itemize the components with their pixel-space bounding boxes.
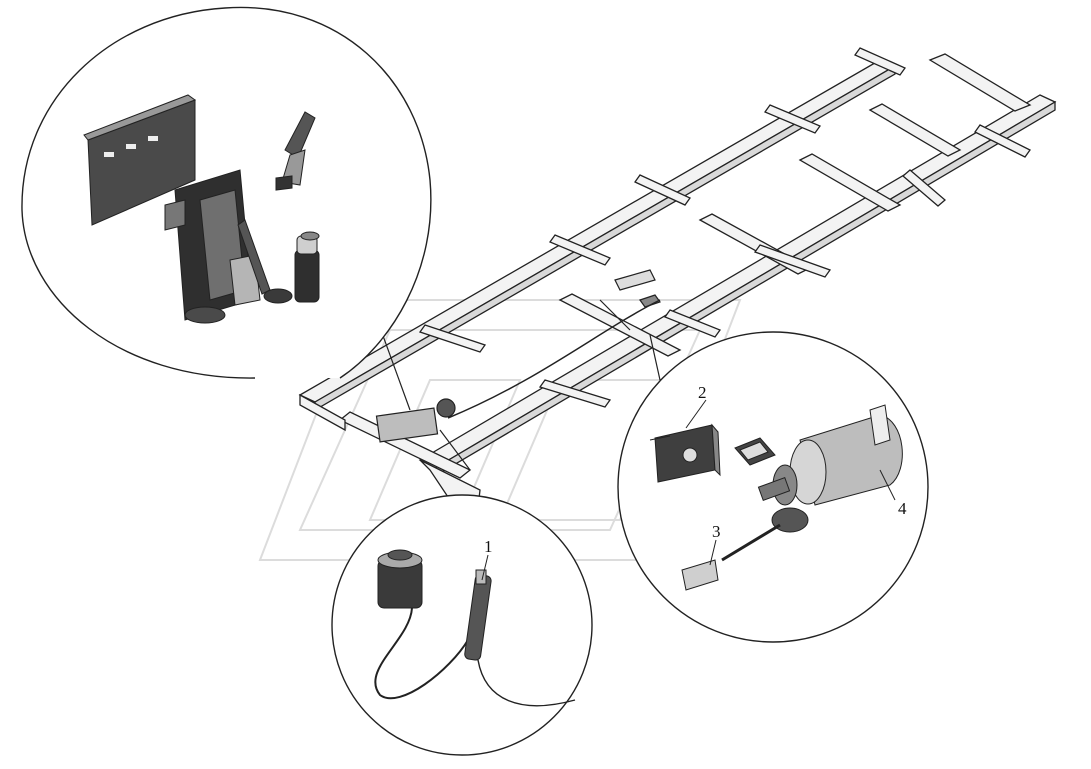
outlet-line: [477, 659, 576, 707]
firewall-plate: [83, 94, 197, 226]
pedal-assembly-detail: [21, 6, 432, 379]
hydraulic-line: [447, 299, 661, 419]
frame-mounted-parts: [375, 269, 661, 443]
pedal-box: [164, 169, 293, 324]
master-cylinder-detail: 1: [331, 494, 593, 756]
callout-4: 4: [898, 499, 907, 518]
callout-1: 1: [484, 537, 493, 556]
pushrod-bracket: [681, 559, 719, 591]
small-bracket: [734, 437, 776, 466]
accelerator-pedal: [275, 111, 316, 191]
fluid-reservoir: [294, 231, 320, 303]
chassis-frame: [298, 47, 1057, 527]
clutch-booster-detail: 2 3 4: [617, 331, 929, 643]
callout-2: 2: [698, 383, 707, 402]
callout-3: 3: [712, 522, 721, 541]
feed-hose: [374, 607, 469, 700]
booster-body: [721, 404, 903, 562]
reservoir-tank: [377, 549, 423, 609]
master-cylinder: [464, 569, 492, 661]
mounting-bracket: [649, 423, 721, 483]
